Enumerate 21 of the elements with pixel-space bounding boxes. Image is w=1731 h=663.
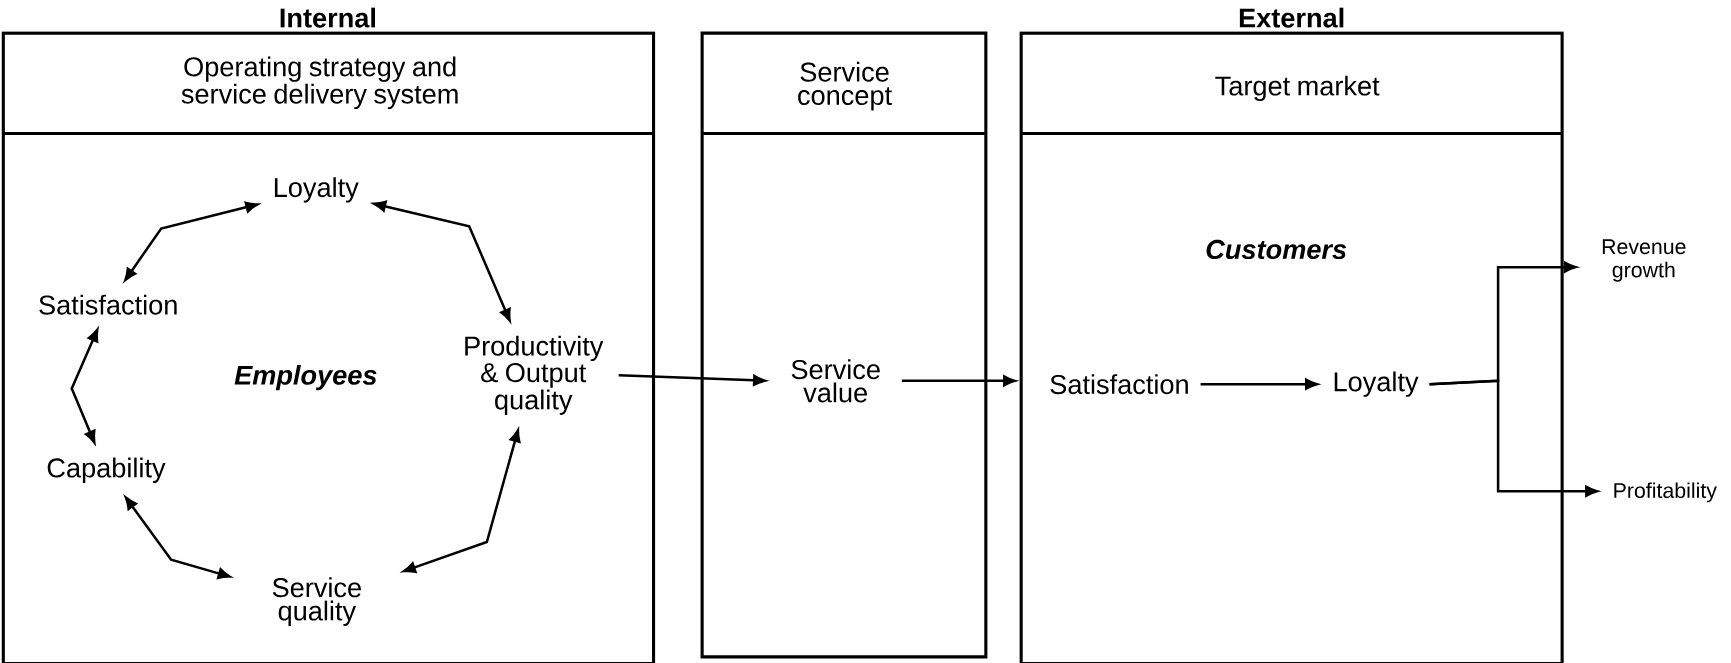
node-label: Service value bbox=[791, 359, 880, 403]
node-label: Profitability bbox=[1614, 482, 1717, 503]
arrow bbox=[402, 429, 521, 573]
arrow bbox=[70, 328, 99, 444]
group-label: Employees bbox=[234, 364, 377, 390]
node-label: Capability bbox=[47, 457, 166, 483]
node-label: Revenue growth bbox=[1602, 239, 1686, 282]
node-label: Service quality bbox=[272, 577, 361, 626]
group-label: Customers bbox=[1206, 239, 1347, 259]
arrow bbox=[373, 200, 511, 322]
header-text: Target market bbox=[1215, 75, 1380, 101]
header-text: Service concept bbox=[798, 61, 892, 111]
arrow bbox=[124, 201, 259, 281]
node-label: Satisfaction bbox=[1050, 373, 1188, 394]
node-label: Productivity & Output quality bbox=[465, 335, 604, 415]
column-heading: Internal bbox=[280, 7, 375, 28]
column-heading: External bbox=[1239, 7, 1344, 28]
node-label: Loyalty bbox=[274, 176, 359, 203]
node-label: Satisfaction bbox=[39, 294, 177, 315]
header-text: Operating strategy and service delivery system bbox=[181, 56, 458, 109]
node-label: Loyalty bbox=[1334, 371, 1419, 397]
